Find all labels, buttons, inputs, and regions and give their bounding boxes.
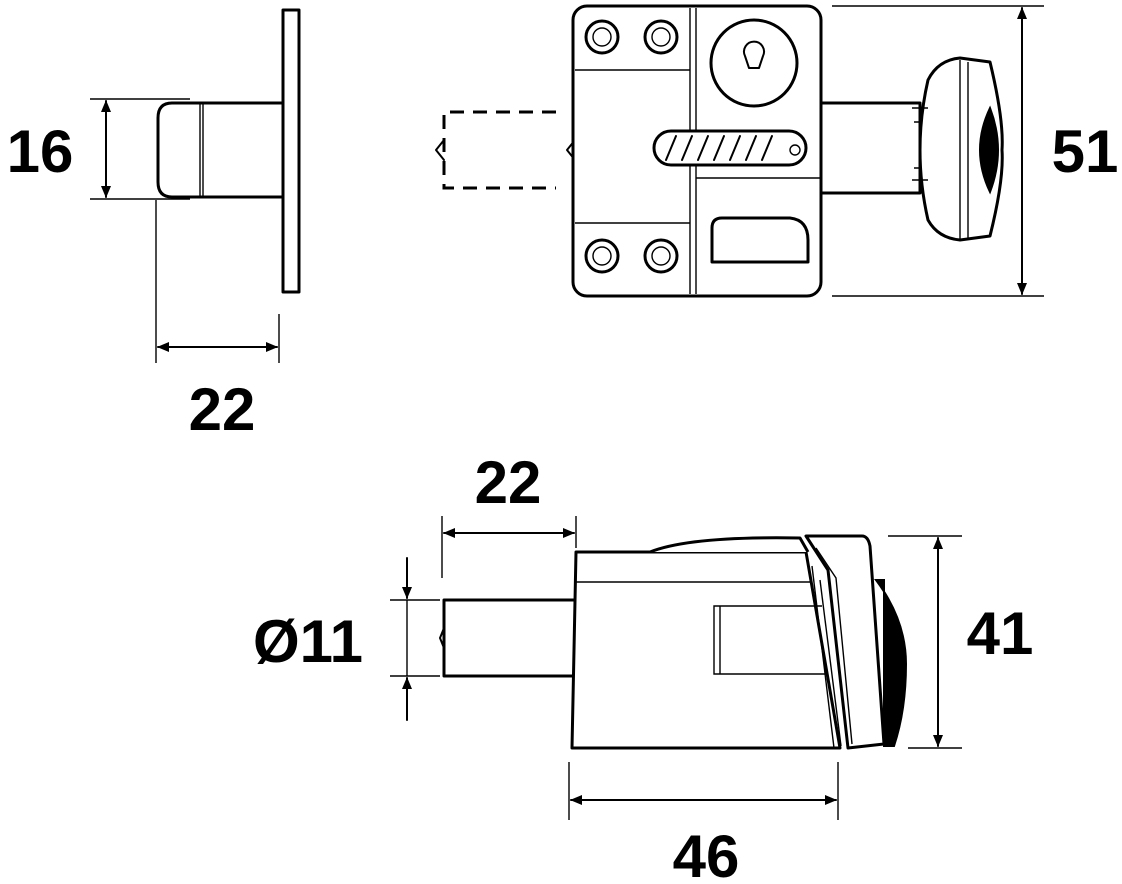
lock-body-line bbox=[811, 565, 835, 749]
bolt bbox=[442, 598, 578, 678]
inner-slot bbox=[713, 605, 828, 675]
keep-plate bbox=[281, 8, 301, 294]
dim-bolt-throw: 22 bbox=[475, 449, 542, 516]
dim-keep-depth: 22 bbox=[189, 376, 256, 443]
dim-lock-height: 51 bbox=[1052, 118, 1119, 185]
knob-side-icon bbox=[874, 579, 908, 747]
keep-view: 16 22 bbox=[7, 8, 301, 443]
screw-icon bbox=[584, 19, 620, 55]
keep-housing bbox=[156, 101, 285, 199]
knob-side-edge bbox=[815, 547, 853, 745]
indicator-window bbox=[710, 216, 810, 264]
spring-slot-icon bbox=[652, 129, 808, 167]
screw-icon bbox=[584, 238, 620, 274]
dim-body-depth: 46 bbox=[673, 823, 740, 884]
lock-side-view: 22 Ø11 41 46 bbox=[253, 449, 1033, 884]
knob-icon bbox=[912, 56, 1004, 242]
dim-side-height: 41 bbox=[967, 600, 1034, 667]
lock-body-line bbox=[819, 579, 842, 747]
lock-body-top-ridge bbox=[649, 536, 810, 554]
bolt-break-mark bbox=[435, 139, 445, 161]
screw-icon bbox=[643, 238, 679, 274]
bolt-thrown-outline bbox=[442, 110, 556, 190]
knob-spindle bbox=[818, 101, 922, 195]
screw-icon bbox=[643, 19, 679, 55]
keyhole-icon bbox=[709, 18, 799, 108]
lock-front-view: 51 bbox=[435, 4, 1119, 298]
dim-keep-height: 16 bbox=[7, 118, 74, 185]
knob-side-face bbox=[804, 534, 886, 750]
case-panel-lines bbox=[575, 69, 690, 224]
bolt-tip-mark bbox=[439, 627, 445, 649]
dim-bolt-diameter: Ø11 bbox=[253, 608, 363, 675]
